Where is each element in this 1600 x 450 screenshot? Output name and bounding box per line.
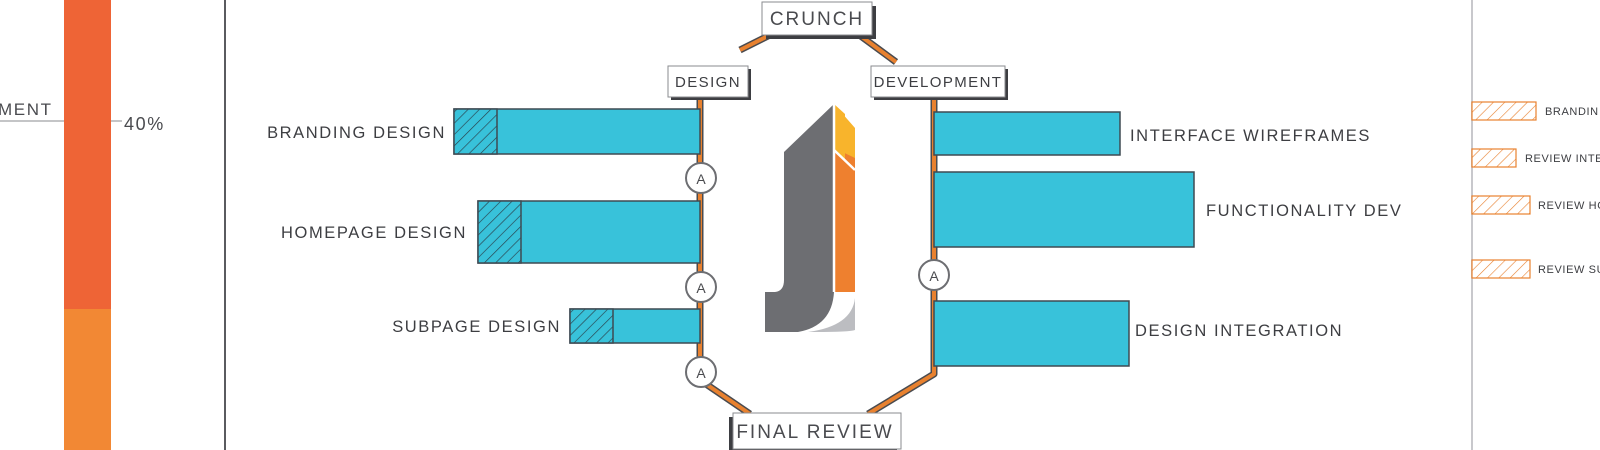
- label-homepage-design: HOMEPAGE DESIGN: [281, 224, 467, 242]
- checkpoint-2: A: [685, 271, 717, 303]
- label-branding-design: BRANDING DESIGN: [267, 124, 446, 142]
- bar-homepage-design: [477, 200, 701, 264]
- legend-swatch-4: [1471, 259, 1531, 279]
- bar-design-integration: [933, 300, 1130, 367]
- progress-bar-segment-dark: [64, 0, 111, 309]
- bar-subpage-design: [569, 308, 701, 344]
- legend-swatch-3: [1471, 195, 1531, 215]
- checkpoint-3: A: [685, 356, 717, 388]
- label-functionality-dev: FUNCTIONALITY DEV: [1206, 202, 1403, 220]
- bar-interface-wireframes: [933, 111, 1121, 156]
- legend-label-3: REVIEW HO: [1538, 200, 1600, 212]
- legend-label-2: REVIEW INTER: [1525, 153, 1600, 165]
- phase-development: DEVELOPMENT: [870, 65, 1008, 100]
- j-logo-icon: [765, 104, 856, 332]
- legend: BRANDIN REVIEW INTER REVIEW HO REVIEW SU: [1471, 101, 1600, 279]
- label-interface-wireframes: INTERFACE WIREFRAMES: [1130, 127, 1371, 145]
- progress-bar-segment-light: [64, 309, 111, 450]
- phase-development-label: DEVELOPMENT: [874, 74, 1003, 91]
- side-percent: 40%: [124, 114, 165, 134]
- checkpoint-4-label: A: [929, 268, 939, 284]
- checkpoint-2-label: A: [696, 280, 706, 296]
- phase-design-label: DESIGN: [675, 74, 741, 91]
- checkpoint-1-label: A: [696, 171, 706, 187]
- checkpoint-3-label: A: [696, 365, 706, 381]
- legend-label-1: BRANDIN: [1545, 106, 1599, 118]
- phase-crunch-label: CRUNCH: [770, 9, 864, 30]
- label-design-integration: DESIGN INTEGRATION: [1135, 322, 1343, 340]
- legend-swatch-1: [1471, 101, 1537, 121]
- label-subpage-design: SUBPAGE DESIGN: [392, 318, 561, 336]
- bar-branding-design: [453, 108, 701, 155]
- phase-final-review-label: FINAL REVIEW: [736, 422, 893, 443]
- checkpoint-4: A: [918, 259, 950, 291]
- legend-label-4: REVIEW SU: [1538, 264, 1600, 276]
- phase-final-review: FINAL REVIEW: [729, 412, 902, 450]
- checkpoint-1: A: [685, 162, 717, 194]
- phase-design: DESIGN: [667, 65, 751, 100]
- bar-functionality-dev: [933, 171, 1195, 248]
- legend-swatch-2: [1471, 148, 1517, 168]
- phase-crunch: CRUNCH: [761, 1, 876, 39]
- side-label: MENT: [0, 100, 53, 119]
